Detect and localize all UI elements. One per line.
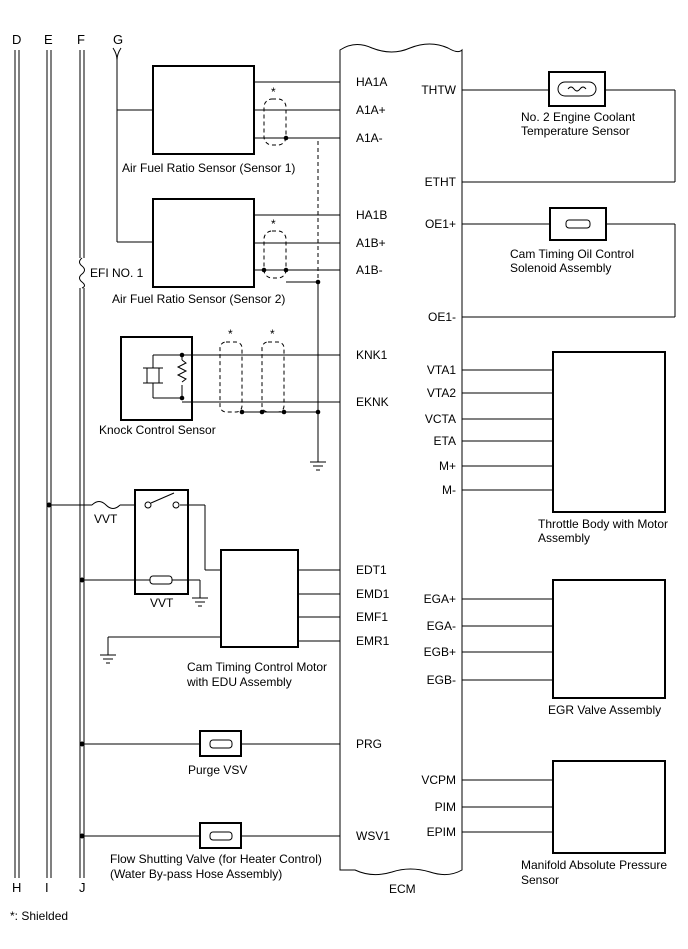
pin-emd1: EMD1 xyxy=(356,587,390,601)
purge-vsv-label: Purge VSV xyxy=(188,763,247,777)
pin-epim: EPIM xyxy=(427,825,456,839)
ground-icon xyxy=(100,654,116,664)
cam-motor: Cam Timing Control Motor with EDU Assemb… xyxy=(100,549,340,689)
shield-mark-2: * xyxy=(271,217,276,231)
coolant-sensor-label-1: No. 2 Engine Coolant xyxy=(521,110,636,124)
bus-label-d: D xyxy=(12,32,21,47)
pin-m-minus: M- xyxy=(442,483,456,497)
bus-label-g: G xyxy=(113,32,123,47)
pin-a1b-plus: A1B+ xyxy=(356,236,386,250)
efi-fuse-label: EFI NO. 1 xyxy=(90,266,144,280)
vvt-relay-label: VVT xyxy=(150,596,174,610)
vvt-fuse-icon xyxy=(91,501,121,509)
cam-motor-label-1: Cam Timing Control Motor xyxy=(187,660,327,674)
pin-ha1b: HA1B xyxy=(356,208,387,222)
efi-fuse-icon xyxy=(79,257,85,289)
bus-labels-top: D E F G xyxy=(12,32,123,47)
pin-a1a-minus: A1A- xyxy=(356,131,383,145)
pin-prg: PRG xyxy=(356,737,382,751)
pin-ega-minus: EGA- xyxy=(427,619,456,633)
flow-valve-label-2: (Water By-pass Hose Assembly) xyxy=(110,867,282,881)
bus-label-i: I xyxy=(45,880,49,895)
footnote: *: Shielded xyxy=(10,909,68,923)
map-sensor-label-2: Sensor xyxy=(521,873,559,887)
thermistor-icon xyxy=(557,81,597,97)
bus-label-h: H xyxy=(12,880,21,895)
cam-motor-label-2: with EDU Assembly xyxy=(186,675,292,689)
vvt-fuse-label: VVT xyxy=(94,512,118,526)
coolant-sensor-label-2: Temperature Sensor xyxy=(521,124,630,138)
flow-valve-label-1: Flow Shutting Valve (for Heater Control) xyxy=(110,852,322,866)
pin-knk1: KNK1 xyxy=(356,348,388,362)
pin-oe1-minus: OE1- xyxy=(428,310,456,324)
egr-label: EGR Valve Assembly xyxy=(548,703,661,717)
pin-egb-minus: EGB- xyxy=(427,673,456,687)
map-sensor-label-1: Manifold Absolute Pressure xyxy=(521,858,667,872)
af-sensor-2-label: Air Fuel Ratio Sensor (Sensor 2) xyxy=(112,292,285,306)
knock-wiring: * * xyxy=(182,327,340,471)
shield-mark-3: * xyxy=(228,327,233,341)
shield-mark-4: * xyxy=(270,327,275,341)
pin-edt1: EDT1 xyxy=(356,563,387,577)
ecm-left-pins: HA1A A1A+ A1A- HA1B A1B+ A1B- KNK1 EKNK … xyxy=(356,75,390,843)
pin-etht: ETHT xyxy=(425,175,457,189)
pin-wsv1: WSV1 xyxy=(356,829,390,843)
pin-egb-plus: EGB+ xyxy=(424,645,456,659)
solenoid-icon xyxy=(209,739,233,749)
pin-eta: ETA xyxy=(434,434,456,448)
throttle-body: Throttle Body with Motor Assembly xyxy=(462,351,668,545)
throttle-label-2: Assembly xyxy=(538,531,590,545)
pin-m-plus: M+ xyxy=(439,459,456,473)
bus-label-e: E xyxy=(44,32,53,47)
pin-pim: PIM xyxy=(435,800,456,814)
shield-mark-1: * xyxy=(271,85,276,99)
vvt-circuit: VVT VVT xyxy=(46,489,221,610)
ocv-label-2: Solenoid Assembly xyxy=(510,261,611,275)
ocv: Cam Timing Oil Control Solenoid Assembly xyxy=(462,207,676,318)
bus-label-f: F xyxy=(77,32,85,47)
pin-oe1-plus: OE1+ xyxy=(425,217,456,231)
pin-eknk: EKNK xyxy=(356,395,389,409)
af-sensor-2: Air Fuel Ratio Sensor (Sensor 2) xyxy=(112,198,285,306)
flow-valve: Flow Shutting Valve (for Heater Control)… xyxy=(79,822,340,881)
map-sensor: Manifold Absolute Pressure Sensor xyxy=(462,760,667,887)
coolant-sensor: No. 2 Engine Coolant Temperature Sensor xyxy=(462,71,676,183)
knock-sensor-label: Knock Control Sensor xyxy=(99,423,216,437)
pin-ha1a: HA1A xyxy=(356,75,387,89)
af-sensor-1-label: Air Fuel Ratio Sensor (Sensor 1) xyxy=(122,161,295,175)
knock-sensor: Knock Control Sensor xyxy=(99,336,216,437)
pin-ega-plus: EGA+ xyxy=(424,592,456,606)
ocv-label-1: Cam Timing Oil Control xyxy=(510,247,634,261)
ecm-right-pins: THTW ETHT OE1+ OE1- VTA1 VTA2 VCTA ETA M… xyxy=(421,83,456,839)
pin-vta2: VTA2 xyxy=(427,386,456,400)
egr-valve: EGR Valve Assembly xyxy=(462,579,666,717)
ground-icon xyxy=(192,597,208,607)
pin-vcpm: VCPM xyxy=(421,773,456,787)
purge-vsv: Purge VSV xyxy=(79,730,340,777)
pin-emr1: EMR1 xyxy=(356,634,390,648)
pin-vcta: VCTA xyxy=(425,412,456,426)
solenoid-icon xyxy=(565,219,591,229)
ecm-label: ECM xyxy=(389,882,416,896)
bus-lines xyxy=(14,47,122,878)
pin-a1a-plus: A1A+ xyxy=(356,103,386,117)
pin-vta1: VTA1 xyxy=(427,363,456,377)
throttle-label-1: Throttle Body with Motor xyxy=(538,517,668,531)
ecm-block: ECM xyxy=(339,43,463,896)
resistor-icon xyxy=(176,359,188,383)
solenoid-icon xyxy=(209,831,233,841)
bus-label-j: J xyxy=(79,880,86,895)
af-wiring: * * xyxy=(254,81,340,462)
pin-thtw: THTW xyxy=(421,83,456,97)
pin-a1b-minus: A1B- xyxy=(356,263,383,277)
ground-icon xyxy=(310,461,326,471)
bus-labels-bottom: H I J xyxy=(12,880,86,895)
pin-emf1: EMF1 xyxy=(356,610,388,624)
